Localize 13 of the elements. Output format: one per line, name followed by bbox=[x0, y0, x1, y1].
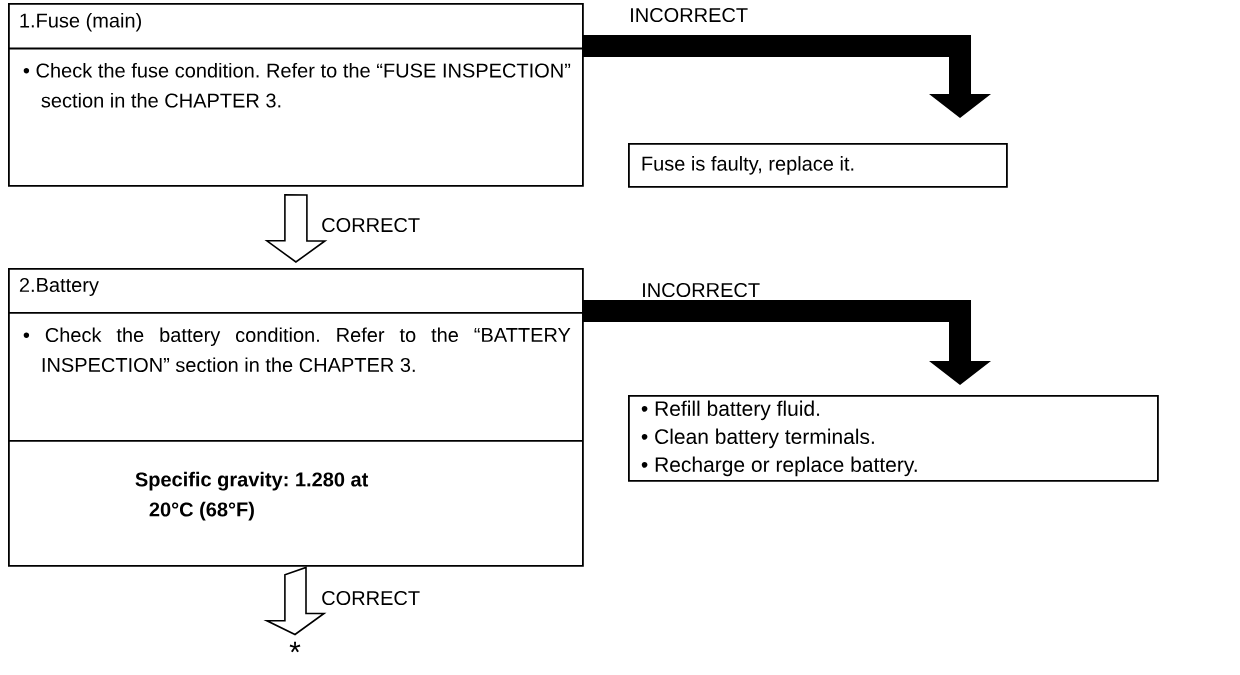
edge-label: INCORRECT bbox=[640, 281, 762, 299]
edge-label: CORRECT bbox=[320, 589, 422, 607]
arrow bbox=[264, 194, 328, 263]
arrow bbox=[263, 566, 327, 636]
edge-label: INCORRECT bbox=[628, 6, 750, 24]
arrow bbox=[582, 300, 991, 385]
step-box: 1.Fuse (main) • Check the fuse condition. Refer to the “FUSE INSPECTION” section in the CHAPTER 3. bbox=[8, 3, 584, 187]
arrow bbox=[582, 35, 991, 118]
end-mark: * bbox=[289, 641, 301, 653]
edge-label: CORRECT bbox=[320, 216, 422, 234]
result-box: • Refill battery fluid. • Clean battery terminals. • Recharge or replace battery. bbox=[628, 395, 1159, 482]
step-box: 2.Battery • Check the battery condition. Refer to the “BATTERY INSPECTION” section in the CHAPTER 3. Specific gravity: 1.280 at 20°C (68°F) bbox=[8, 268, 584, 567]
result-box: Fuse is faulty, replace it. bbox=[628, 143, 1008, 188]
